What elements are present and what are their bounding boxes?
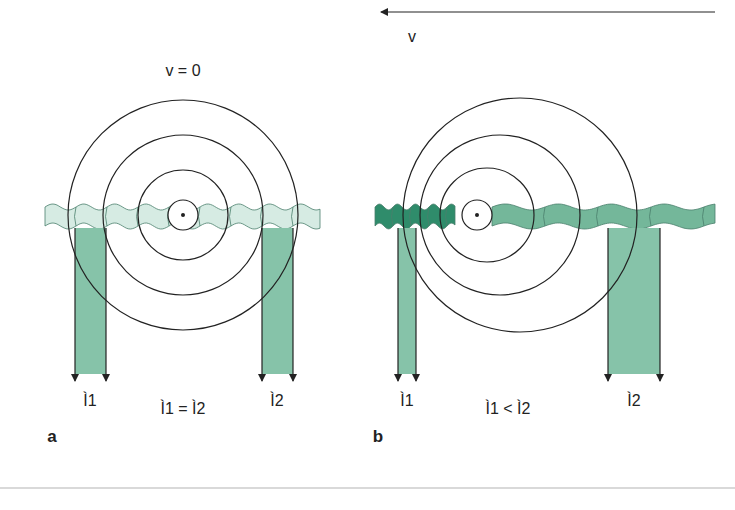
wave-divider bbox=[292, 207, 294, 226]
wavelength-arrow bbox=[261, 228, 262, 381]
wavelength-label: Ì1 bbox=[400, 392, 413, 410]
wavelength-arrow bbox=[659, 228, 660, 381]
wavefront-circle bbox=[403, 98, 637, 332]
equation-label: Ì1 < Ì2 bbox=[486, 400, 531, 418]
wave-divider bbox=[597, 207, 599, 226]
wavefront-circle bbox=[68, 100, 298, 330]
wave-band bbox=[492, 204, 715, 229]
rule-line bbox=[0, 487, 735, 489]
wave-band bbox=[375, 204, 455, 229]
wave-divider bbox=[230, 207, 232, 226]
wavelength-label: Ì1 bbox=[83, 392, 96, 410]
wave-divider bbox=[544, 207, 546, 226]
wavefront-circle bbox=[440, 168, 534, 262]
wavelength-arrow bbox=[105, 228, 106, 381]
wavelength-bar bbox=[75, 228, 106, 374]
wavelength-label: Ì2 bbox=[627, 392, 640, 410]
equation-label: Ì1 = Ì2 bbox=[161, 400, 206, 418]
panel-letter: a bbox=[47, 428, 56, 447]
source-circle bbox=[168, 200, 198, 230]
wave-divider bbox=[392, 207, 394, 226]
wavefront-circle bbox=[138, 170, 228, 260]
wavelength-arrow bbox=[397, 228, 398, 381]
velocity-label: v = 0 bbox=[165, 62, 200, 80]
wavelength-arrow bbox=[607, 228, 608, 381]
wave-divider bbox=[410, 207, 412, 226]
source-circle bbox=[462, 200, 492, 230]
wave-divider bbox=[261, 207, 263, 226]
source-dot bbox=[181, 213, 185, 217]
wave-divider bbox=[446, 207, 448, 226]
wavelength-arrow bbox=[415, 228, 416, 381]
wave-divider bbox=[428, 207, 430, 226]
wavelength-bar bbox=[608, 228, 660, 374]
wave-divider bbox=[650, 207, 652, 226]
wavefront-circle bbox=[420, 135, 580, 295]
wave-divider bbox=[703, 207, 705, 226]
wave-divider bbox=[106, 207, 108, 226]
wave-divider bbox=[75, 207, 77, 226]
source-dot bbox=[475, 213, 479, 217]
wavelength-arrow bbox=[74, 228, 75, 381]
velocity-label: v bbox=[408, 28, 416, 46]
wavelength-bar bbox=[398, 228, 416, 374]
panel-letter: b bbox=[373, 428, 383, 447]
wave-divider bbox=[199, 207, 201, 226]
velocity-arrow bbox=[381, 11, 715, 12]
wavelength-bar bbox=[262, 228, 293, 374]
wavelength-label: Ì2 bbox=[270, 392, 283, 410]
wavefront-circle bbox=[103, 135, 263, 295]
